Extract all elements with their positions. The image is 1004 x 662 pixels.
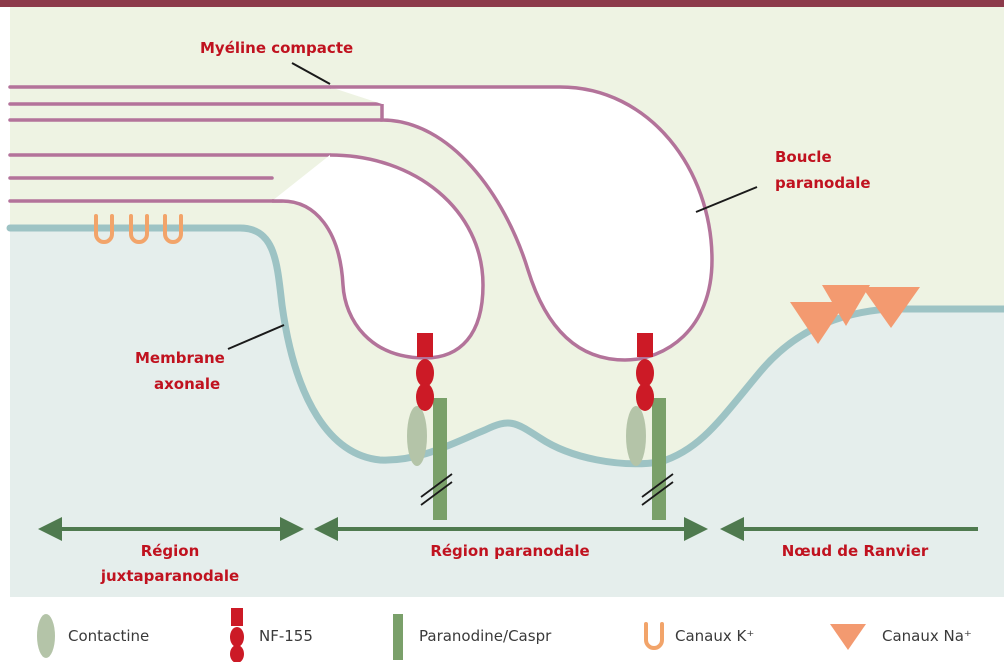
leader-membrane	[227, 324, 285, 350]
nf155-head	[637, 333, 653, 357]
label-region-juxta-1: Région	[141, 542, 200, 560]
arrowhead	[720, 517, 744, 541]
membrane-break-mark	[420, 481, 453, 506]
region-arrows	[38, 517, 978, 541]
myelin-lamellae	[8, 85, 384, 203]
k-channel-icon	[129, 214, 149, 244]
arrowhead	[38, 517, 62, 541]
k-channels	[94, 214, 183, 244]
top-rule	[0, 0, 1004, 7]
junction-complex-2	[626, 333, 674, 520]
k-channel-icon	[163, 214, 183, 244]
nf155-bead	[636, 383, 654, 411]
nf155-head	[417, 333, 433, 357]
membrane-break-mark	[641, 473, 674, 498]
nf155-legend-icon	[230, 608, 244, 662]
contactin-legend-icon	[37, 614, 55, 658]
paranodal-loop-inner	[272, 153, 485, 360]
paranodin-bar	[652, 398, 666, 520]
label-paranodal-loop-2: paranodale	[775, 174, 871, 192]
na-channels	[790, 285, 920, 344]
leader-loop	[695, 186, 758, 213]
membrane-break-mark	[420, 473, 453, 498]
na-channel-legend-icon	[830, 624, 866, 650]
leader-myelin	[291, 62, 331, 85]
nf155-bead	[416, 359, 434, 387]
label-myelin-compact: Myéline compacte	[200, 39, 353, 57]
arrowhead	[280, 517, 304, 541]
arrowhead	[314, 517, 338, 541]
label-axonal-membrane-1: Membrane	[135, 349, 225, 367]
paranodin-bar	[433, 398, 447, 520]
axonal-membrane	[6, 224, 1004, 468]
arrowhead	[684, 517, 708, 541]
na-channel-icon	[790, 302, 846, 344]
junction-complex-1	[407, 333, 453, 520]
legend-na-channels: Canaux Na⁺	[882, 627, 972, 645]
legend-paranodin: Paranodine/Caspr	[419, 627, 552, 645]
label-region-node: Nœud de Ranvier	[782, 542, 929, 560]
legend-k-channels: Canaux K⁺	[675, 627, 754, 645]
k-channel-legend-icon	[644, 622, 664, 650]
label-axonal-membrane-2: axonale	[154, 375, 220, 393]
label-region-paranodal: Région paranodale	[430, 542, 589, 560]
legend-contactin: Contactine	[68, 627, 149, 645]
na-channel-icon	[822, 285, 870, 326]
leader-lines	[227, 62, 758, 350]
label-paranodal-loop-1: Boucle	[775, 148, 832, 166]
na-channel-icon	[862, 287, 920, 328]
legend-nf155: NF-155	[259, 627, 313, 645]
label-region-juxta-2: juxtaparanodale	[100, 567, 239, 585]
paranodin-legend-icon	[393, 614, 403, 660]
membrane-break-mark	[641, 481, 674, 506]
contactin-ellipse	[407, 406, 427, 466]
legend: Contactine NF-155 Paranodine/Caspr Canau…	[37, 608, 972, 662]
nf155-bead	[636, 359, 654, 387]
nf155-bead	[416, 383, 434, 411]
paranodal-loop-outer	[330, 85, 714, 362]
contactin-ellipse	[626, 406, 646, 466]
k-channel-icon	[94, 214, 114, 244]
axon-interior	[10, 228, 1004, 597]
